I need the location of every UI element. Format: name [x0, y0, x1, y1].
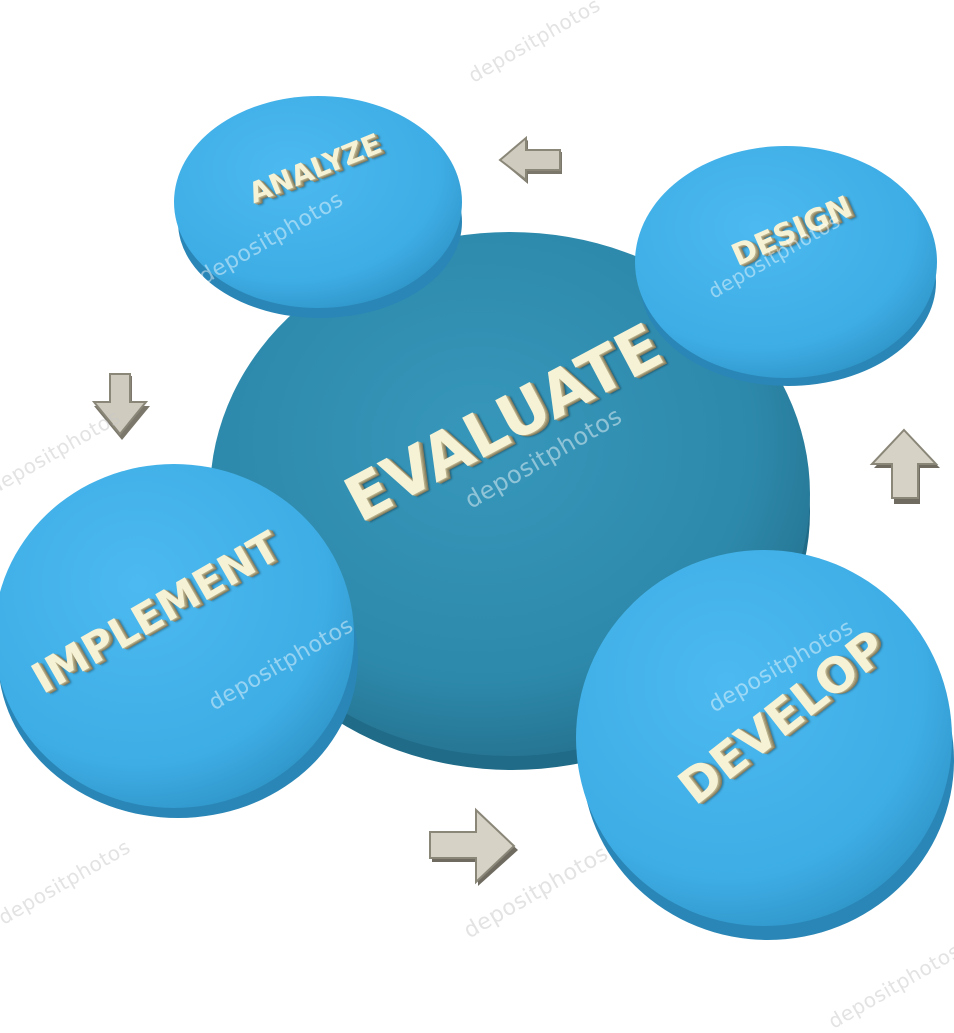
arrow-right-icon: [429, 807, 518, 886]
design-disc: [635, 146, 937, 386]
implement-disc: [0, 464, 358, 818]
develop-disc: [576, 550, 954, 940]
arrow-up-icon: [869, 428, 940, 504]
arrow-down-icon: [91, 373, 150, 440]
arrow-left-icon: [498, 136, 562, 184]
analyze-disc: [174, 96, 462, 318]
